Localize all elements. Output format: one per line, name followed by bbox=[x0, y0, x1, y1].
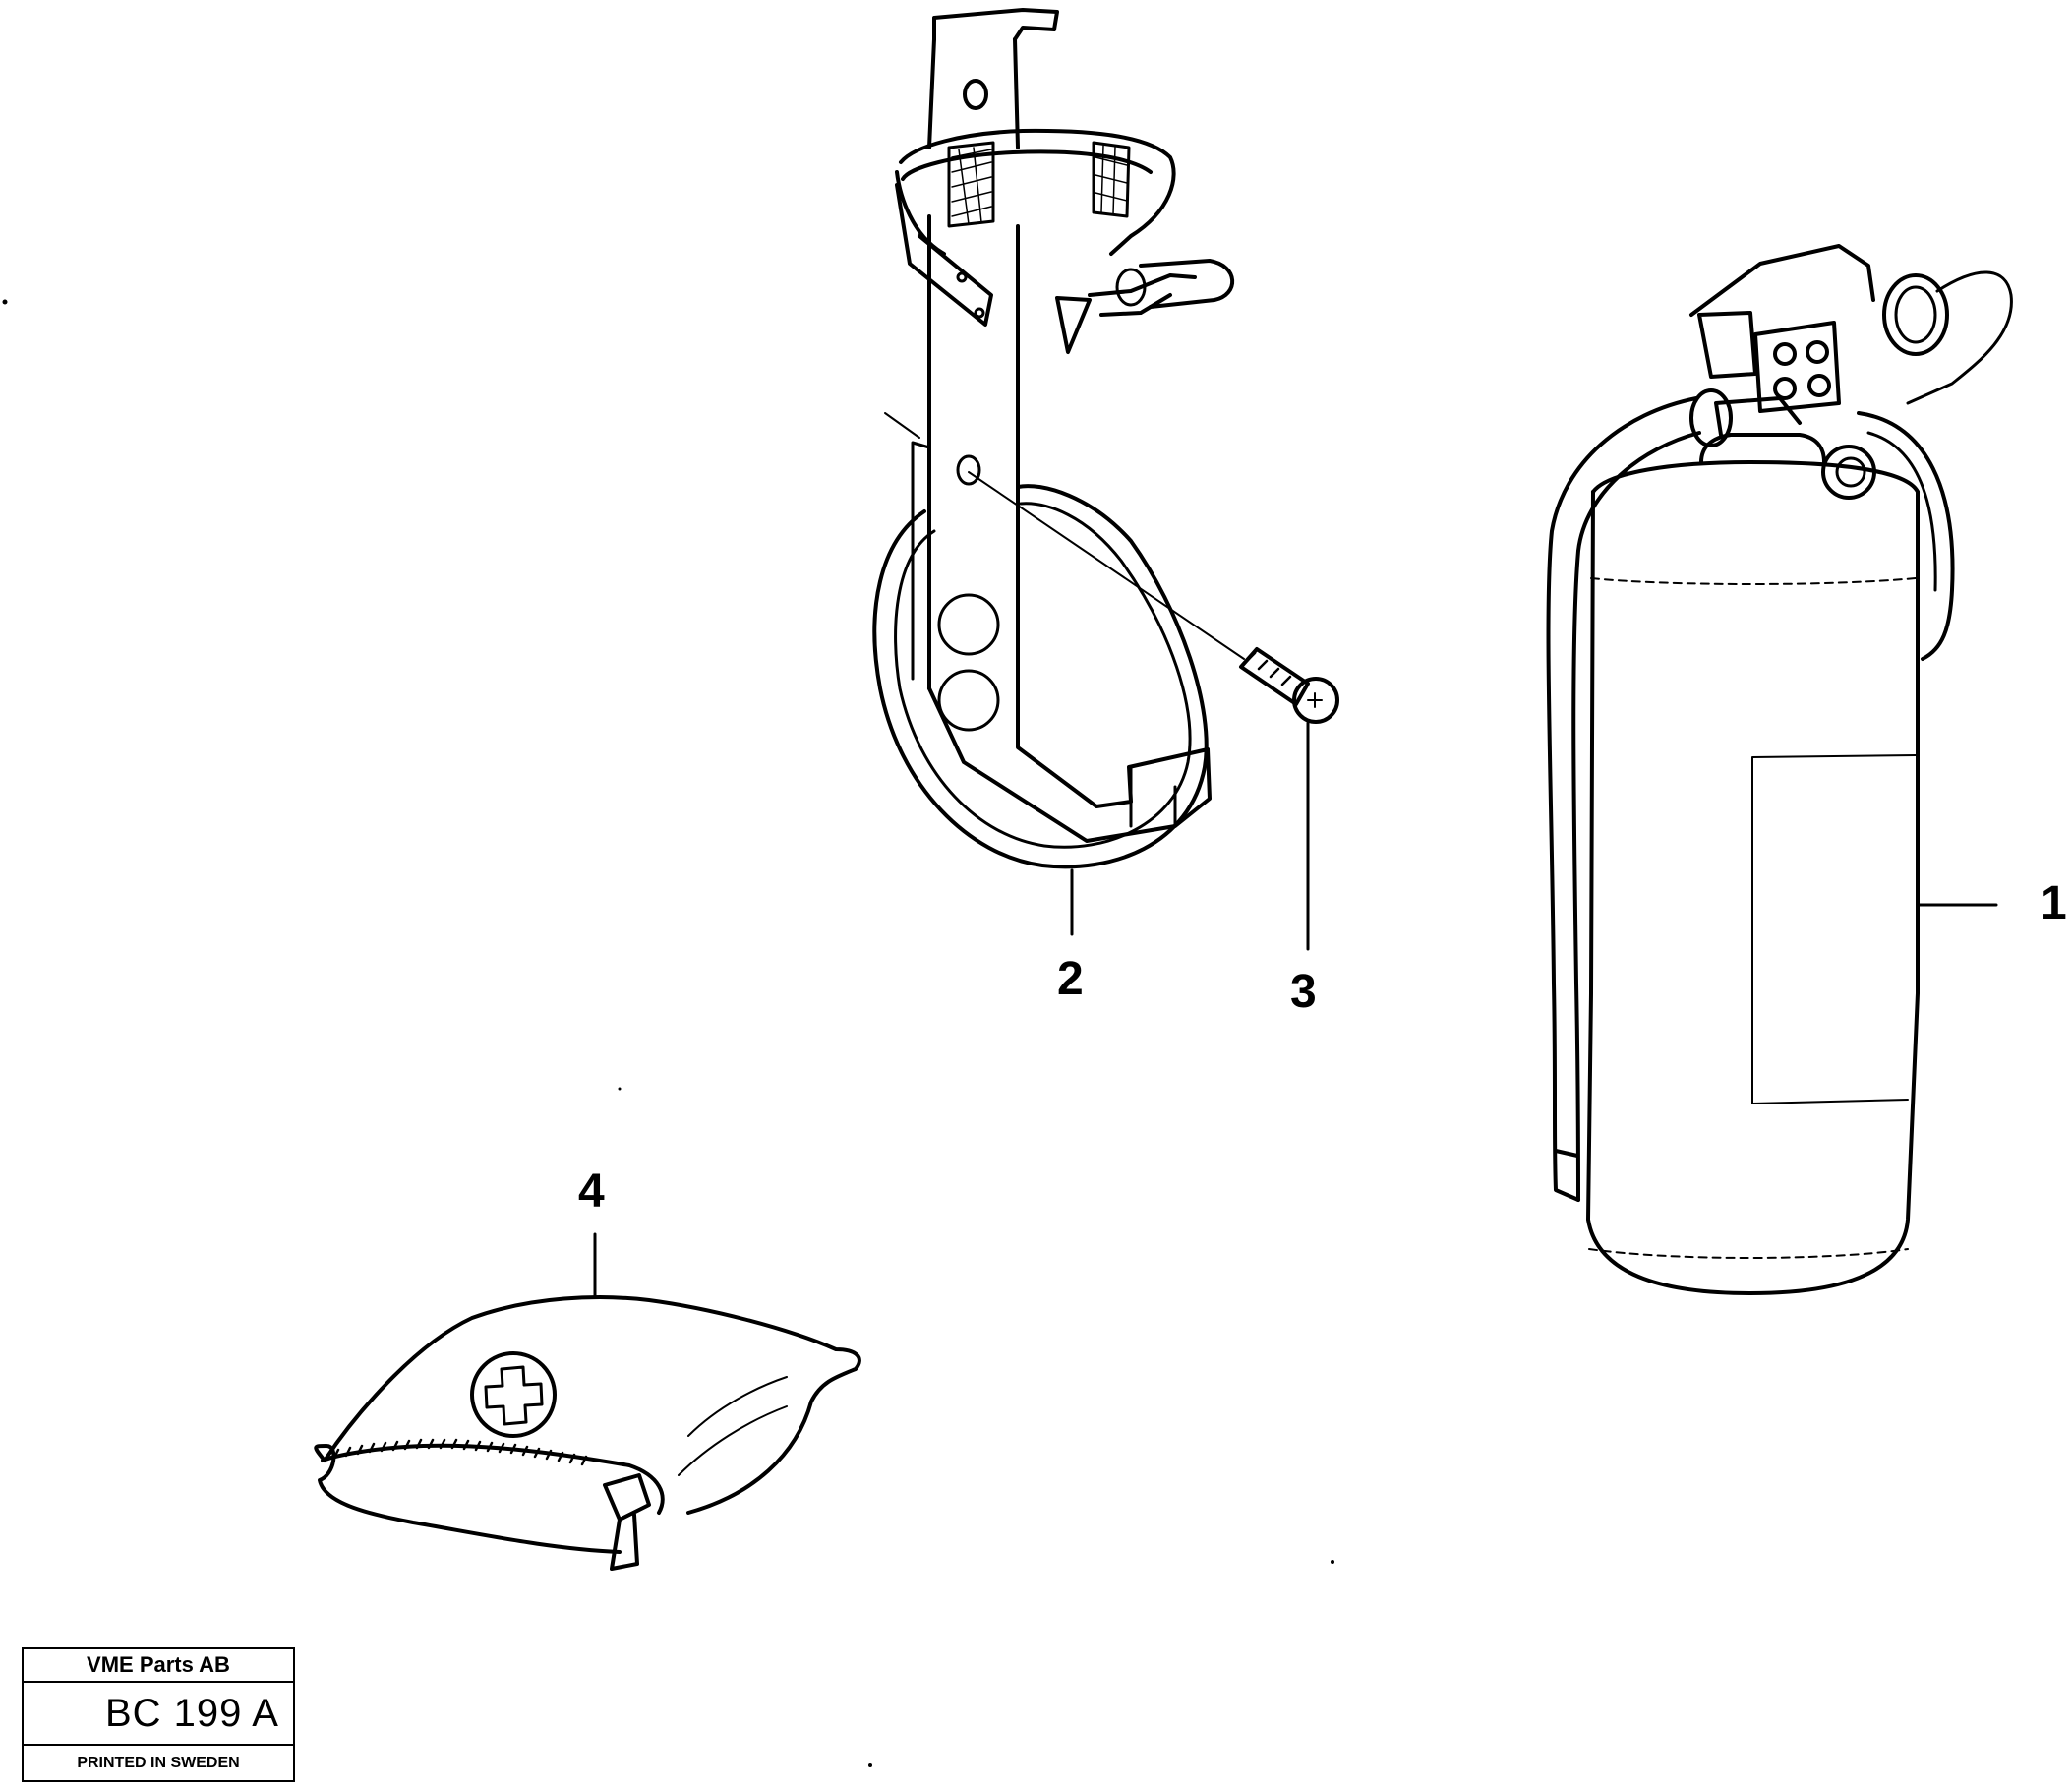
callout-1: 1 bbox=[2041, 877, 2067, 929]
callout-2: 2 bbox=[1057, 953, 1084, 1005]
company-name: VME Parts AB bbox=[24, 1649, 293, 1683]
callout-4: 4 bbox=[578, 1165, 605, 1218]
scan-specks bbox=[2, 299, 1334, 1767]
fire-extinguisher bbox=[1546, 244, 2013, 1295]
mounting-screw bbox=[884, 412, 1339, 724]
extinguisher-bracket bbox=[872, 8, 1235, 869]
callout-3: 3 bbox=[1290, 966, 1317, 1018]
printed-note: PRINTED IN SWEDEN bbox=[77, 1755, 240, 1771]
drawing-code: BC 199 A bbox=[24, 1683, 293, 1746]
title-block: VME Parts AB BC 199 A PRINTED IN SWEDEN bbox=[22, 1647, 295, 1782]
first-aid-kit-pouch bbox=[314, 1232, 861, 1571]
